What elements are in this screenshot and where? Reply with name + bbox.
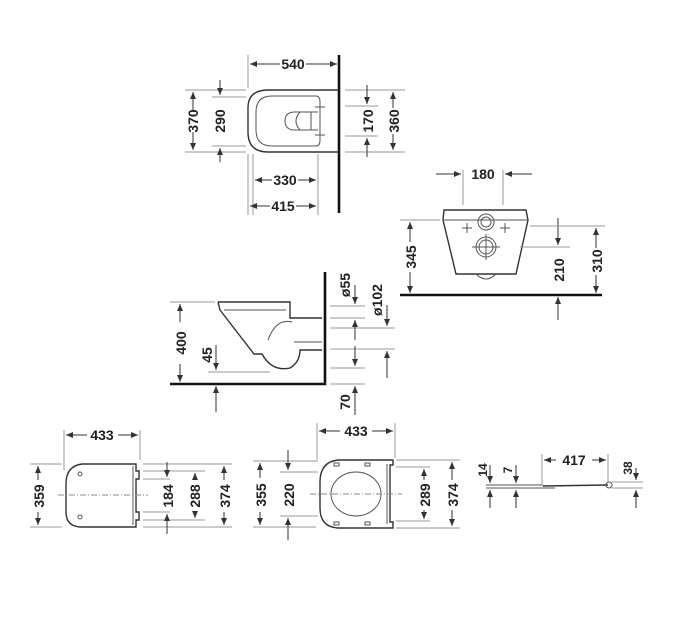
dim-seat-cover-depth: 359 <box>31 484 47 508</box>
dim-side-outlet-diameter: ø102 <box>369 284 385 316</box>
seat-cover-outline <box>65 463 140 528</box>
dim-seat-profile-hinge-height: 38 <box>621 461 635 475</box>
dim-side-height: 400 <box>173 331 189 355</box>
hinge-pivot <box>605 481 613 489</box>
dim-seat-ring-total-depth: 374 <box>445 483 461 507</box>
dim-seat-cover-width: 433 <box>90 427 114 443</box>
bowl-side-outline <box>217 301 322 370</box>
fixing-marks <box>315 102 325 140</box>
flush-outlet <box>284 111 318 131</box>
dim-seat-profile-thickness-total: 14 <box>476 463 490 477</box>
dim-plan-fixing-spacing: 170 <box>360 109 376 133</box>
seat-cover-view: 433 359 184 288 374 <box>30 427 233 534</box>
dim-seat-cover-hinge-inner: 184 <box>160 484 176 508</box>
bowl-outline <box>247 89 339 153</box>
dim-seat-cover-total-depth: 374 <box>217 484 233 508</box>
plan-view: 540 370 290 170 360 330 415 <box>185 55 405 215</box>
seat-profile-view: 417 14 7 38 <box>476 452 643 508</box>
dim-seat-profile-thickness-lid: 7 <box>501 466 515 473</box>
floor-wall-side <box>170 272 327 386</box>
dim-side-outlet-floor-offset: 70 <box>337 394 353 410</box>
seat-ring-view: 433 355 220 289 374 <box>253 423 461 540</box>
dim-plan-width-total: 540 <box>281 56 305 72</box>
side-view: 400 45 ø55 ø102 70 <box>170 272 395 415</box>
front-view: 180 345 210 310 <box>400 166 605 320</box>
dim-side-inlet-diameter: ø55 <box>337 273 353 297</box>
dim-plan-depth-inner: 290 <box>212 109 228 133</box>
seat-ring-outline <box>319 459 394 529</box>
dim-seat-ring-depth: 355 <box>253 483 269 507</box>
dim-seat-ring-opening: 220 <box>281 483 297 507</box>
dim-front-fixing-height: 310 <box>589 249 605 273</box>
dim-seat-ring-hinge-span: 289 <box>417 483 433 507</box>
dim-seat-cover-hinge-outer: 288 <box>187 484 203 508</box>
dim-plan-bowl-opening-length: 415 <box>271 198 295 214</box>
dim-plan-bowl-inner-length: 330 <box>273 172 297 188</box>
dim-front-rim-height: 345 <box>403 245 419 269</box>
dim-side-outlet-clearance: 45 <box>199 347 215 363</box>
dim-plan-wall-width: 360 <box>386 109 402 133</box>
dim-plan-depth-outer: 370 <box>185 109 201 133</box>
bowl-inner <box>255 95 321 147</box>
seat-profile-line <box>542 484 609 487</box>
dim-front-fixing-bolt-spacing: 180 <box>471 166 495 182</box>
dim-seat-ring-width: 433 <box>344 423 368 439</box>
dim-front-inlet-height: 210 <box>551 258 567 282</box>
dim-seat-profile-length: 417 <box>562 452 586 468</box>
